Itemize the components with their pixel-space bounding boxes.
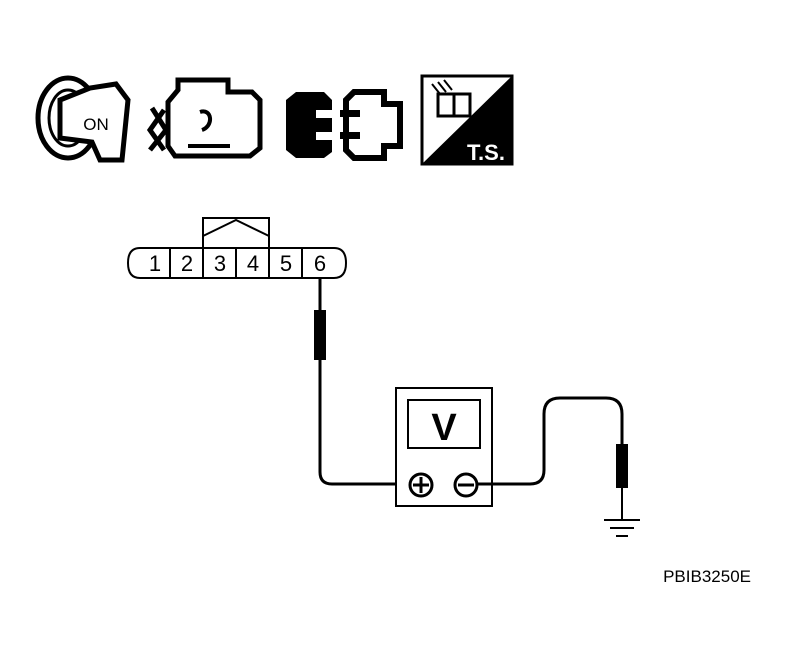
ignition-key-icon: ON: [35, 75, 131, 163]
voltmeter-display: [407, 399, 481, 449]
engine-stopped-icon: [146, 77, 263, 159]
figure-code: PBIB3250E: [663, 567, 751, 586]
connector-pin-6: 6: [314, 251, 326, 276]
negative-probe-lead: [477, 396, 628, 520]
trouble-shooting-icon: T.S.: [420, 74, 514, 166]
connector-disconnected-icon: [286, 89, 403, 161]
connector-pin-3: 3: [214, 251, 226, 276]
positive-terminal-icon: [408, 472, 434, 498]
negative-terminal-icon: [453, 472, 479, 498]
connector-pin-4: 4: [247, 251, 259, 276]
trouble-shooting-label: T.S.: [467, 140, 505, 165]
positive-probe-tip: [314, 310, 326, 360]
connector-pin-2: 2: [181, 251, 193, 276]
positive-probe-lead: [314, 278, 408, 486]
ground-icon: [604, 519, 640, 537]
harness-connector: 1 2 3 4 5 6: [126, 217, 348, 279]
voltmeter-label: V: [431, 407, 457, 449]
connector-pin-1: 1: [149, 251, 161, 276]
connector-lock-tab: [202, 217, 270, 249]
voltmeter: V: [395, 387, 493, 507]
connector-pin-5: 5: [280, 251, 292, 276]
ignition-on-label: ON: [83, 115, 109, 134]
negative-probe-tip: [616, 444, 628, 488]
